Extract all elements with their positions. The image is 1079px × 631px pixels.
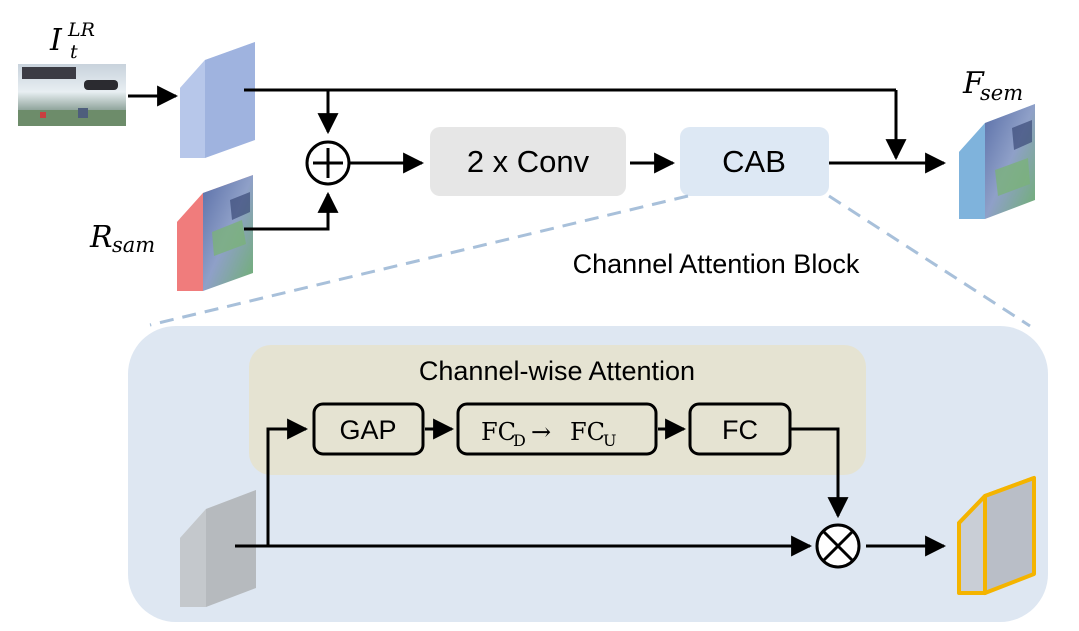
svg-text:I: I [49,23,63,58]
input-label-subscript: t [70,41,78,63]
zoom-line-right [828,194,1031,328]
channel-wise-attention-title: Channel-wise Attention [419,356,695,386]
arrow-rsam-to-sum [244,191,339,231]
arrow-feature-to-gap [266,418,309,546]
rsam-feature-block [177,175,253,291]
fc-down-up-box [456,402,658,456]
input-feature-block [180,42,255,158]
input-image-thumbnail [18,64,126,126]
fsem-label: F [962,66,985,101]
conv-label: 2 x Conv [467,144,590,179]
fc-label: FC [722,415,758,445]
zoom-line-left [149,194,689,327]
rsam-label: R [89,220,113,255]
circle-times-icon [815,523,861,569]
input-label-superscript: LR [67,19,95,41]
fc-u-subscript: U [603,431,616,450]
fc-d-label: FC [481,418,516,446]
fsem-feature-block [959,104,1035,219]
feature-input-block [180,490,256,607]
cab-title: Channel Attention Block [573,249,860,279]
input-label: I [49,23,63,58]
right-arrow-icon: → [531,418,551,446]
cab-box [680,127,829,196]
fsem-label-subscript: sem [980,81,1023,105]
arrow-fc-to-product [790,427,849,519]
fc-u-label: FC [570,418,605,446]
conv-box [430,127,626,196]
circle-plus-icon [305,140,351,186]
cab-label: CAB [722,144,786,179]
gap-box [312,402,425,456]
fc-d-subscript: D [513,431,526,450]
gap-label: GAP [339,415,396,445]
rsam-label-subscript: sam [112,233,155,257]
output-feature-block [957,476,1036,595]
